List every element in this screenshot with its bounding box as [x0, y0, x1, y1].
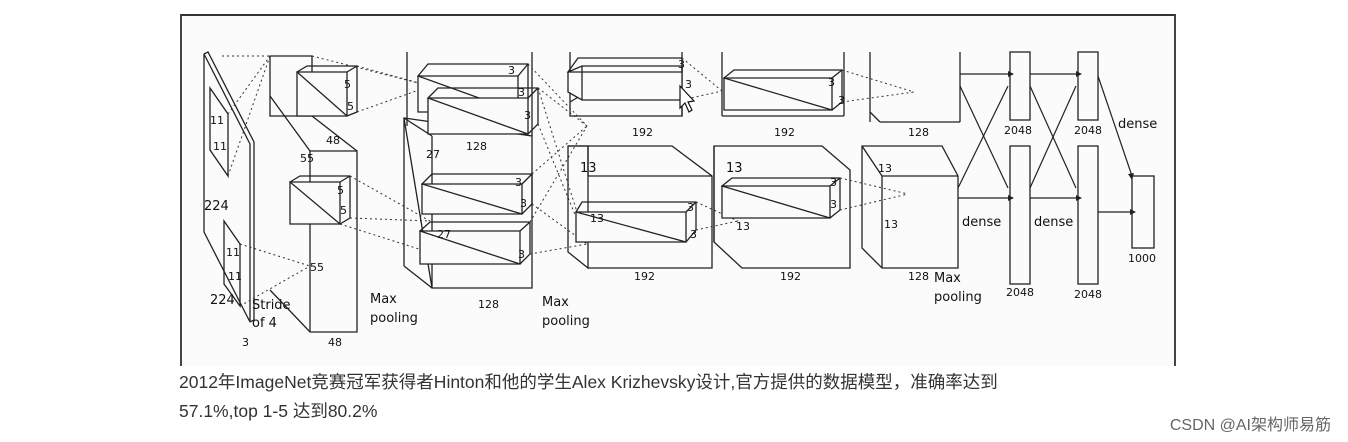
conv4-k-1: 3 — [828, 76, 835, 89]
kernel-top-label: 11 — [210, 114, 224, 127]
pool3-label-line2: pooling — [934, 290, 982, 305]
fully-connected-layers: 2048 2048 2048 2048 1000 dense dense den… — [957, 51, 1157, 301]
conv4-k-2: 3 — [838, 94, 845, 107]
conv2-k-3: 3 — [524, 109, 531, 122]
conv3-dim-inner-label: 13 — [590, 212, 604, 225]
alexnet-diagram: 224 224 3 11 11 11 11 Stride of 4 5 5 5 … — [180, 14, 1176, 366]
kernel-side-label: 11 — [213, 140, 227, 153]
caption-line-1: 2012年ImageNet竞赛冠军获得者Hinton和他的学生Alex Kriz… — [179, 372, 998, 392]
conv4-volume: 3 3 3 3 192 13 13 192 — [713, 52, 851, 283]
conv1-k-bot-b: 5 — [340, 204, 347, 217]
figure-caption: 2012年ImageNet竞赛冠军获得者Hinton和他的学生Alex Kriz… — [179, 368, 1179, 426]
conv2-k-6: 3 — [518, 248, 525, 261]
conv4-depth-bottom-label: 192 — [780, 270, 801, 283]
pool3-label-line1: Max — [934, 271, 961, 286]
dense3-label: dense — [1118, 117, 1157, 132]
dense1-label: dense — [962, 215, 1001, 230]
conv3-k-1: 3 — [678, 58, 685, 71]
conv2-depth-bottom-label: 128 — [478, 298, 499, 311]
conv2-dim-inner-label: 27 — [437, 228, 451, 241]
conv4-dim-label: 13 — [726, 161, 743, 176]
conv5-dim-inner-label: 13 — [884, 218, 898, 231]
input-volume: 224 224 3 11 11 11 11 Stride of 4 — [203, 51, 291, 349]
conv1-point-label: 55 — [310, 261, 324, 274]
conv1-k-top-b: 5 — [347, 100, 354, 113]
conv2-volume: 3 3 3 3 3 3 128 27 27 128 Max pooling — [403, 52, 590, 329]
conv5-dim-label: 13 — [878, 162, 892, 175]
conv1-conv2-connections — [311, 55, 431, 251]
conv4-dim-inner-label: 13 — [736, 220, 750, 233]
conv3-volume: 3 3 3 3 192 13 13 192 — [566, 52, 713, 283]
conv1-volume: 5 5 5 5 48 55 55 48 Max pooling — [269, 55, 418, 349]
conv1-depth-top-label: 48 — [326, 134, 340, 147]
conv5-depth-bottom-label: 128 — [908, 270, 929, 283]
conv1-k-top-a: 5 — [344, 78, 351, 91]
conv4-depth-top-label: 192 — [774, 126, 795, 139]
conv3-depth-bottom-label: 192 — [634, 270, 655, 283]
alexnet-architecture-figure: 224 224 3 11 11 11 11 Stride of 4 5 5 5 … — [203, 51, 1157, 349]
conv2-k-5: 3 — [520, 197, 527, 210]
fc6-top-label: 2048 — [1004, 124, 1032, 137]
fc7-top-label: 2048 — [1074, 124, 1102, 137]
input-size-bottom-label: 224 — [210, 293, 235, 308]
conv2-k-2: 3 — [518, 86, 525, 99]
pool2-label-line2: pooling — [542, 314, 590, 329]
conv3-depth-top-label: 192 — [632, 126, 653, 139]
conv3-k-2: 3 — [685, 78, 692, 91]
conv1-dim-label: 55 — [300, 152, 314, 165]
dense2-label: dense — [1034, 215, 1073, 230]
conv2-k-4: 3 — [515, 176, 522, 189]
conv2-dim-label: 27 — [426, 148, 440, 161]
conv3-k-4: 3 — [690, 228, 697, 241]
fc7-bottom-label: 2048 — [1074, 288, 1102, 301]
input-conv1-connections — [222, 55, 311, 307]
conv4-k-4: 3 — [830, 198, 837, 211]
conv4-k-3: 3 — [830, 176, 837, 189]
caption-line-2: 57.1%,top 1-5 达到80.2% — [179, 401, 378, 421]
conv4-conv5-connections — [839, 69, 915, 211]
conv5-depth-top-label: 128 — [908, 126, 929, 139]
output-label: 1000 — [1128, 252, 1156, 265]
pool1-label-line2: pooling — [370, 311, 418, 326]
stride-label-line2: of 4 — [252, 316, 277, 331]
pool1-label-line1: Max — [370, 292, 397, 307]
fc6-bottom-label: 2048 — [1006, 286, 1034, 299]
conv2-depth-top-label: 128 — [466, 140, 487, 153]
pool2-label-line1: Max — [542, 295, 569, 310]
mouse-cursor-icon — [679, 84, 696, 113]
input-size-label: 224 — [204, 199, 229, 214]
csdn-watermark: CSDN @AI架构师易筋 — [1169, 417, 1331, 434]
kernel2-top-label: 11 — [226, 246, 240, 259]
kernel2-side-label: 11 — [228, 270, 242, 283]
conv2-k-1: 3 — [508, 64, 515, 77]
conv1-k-bot-a: 5 — [337, 184, 344, 197]
input-channels-label: 3 — [242, 336, 249, 349]
conv5-volume: 128 13 13 128 Max pooling — [861, 52, 982, 305]
conv3-k-3: 3 — [687, 201, 694, 214]
conv1-depth-bottom-label: 48 — [328, 336, 342, 349]
conv3-dim-label: 13 — [580, 161, 597, 176]
